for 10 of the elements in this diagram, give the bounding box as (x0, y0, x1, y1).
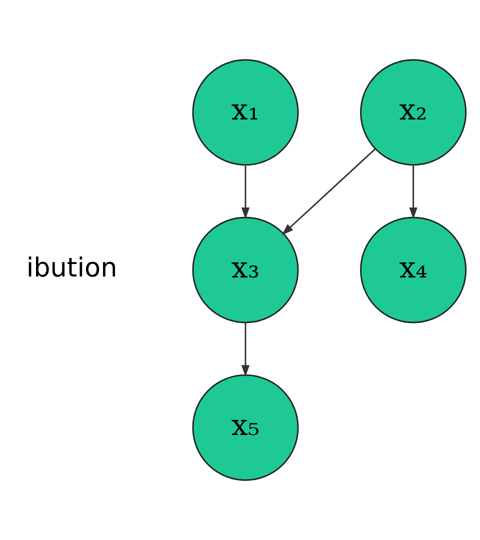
label: ibution (26, 253, 118, 284)
arrow (241, 322, 250, 377)
arrow (241, 164, 250, 220)
node-circle: x₂ (360, 59, 467, 166)
node-circle: x₅ (192, 374, 299, 481)
arrow (409, 164, 418, 220)
node-circle: x₃ (192, 216, 299, 324)
arrow (282, 148, 376, 236)
node-circle: x₁ (192, 59, 299, 166)
node-circle: x₄ (360, 216, 467, 324)
